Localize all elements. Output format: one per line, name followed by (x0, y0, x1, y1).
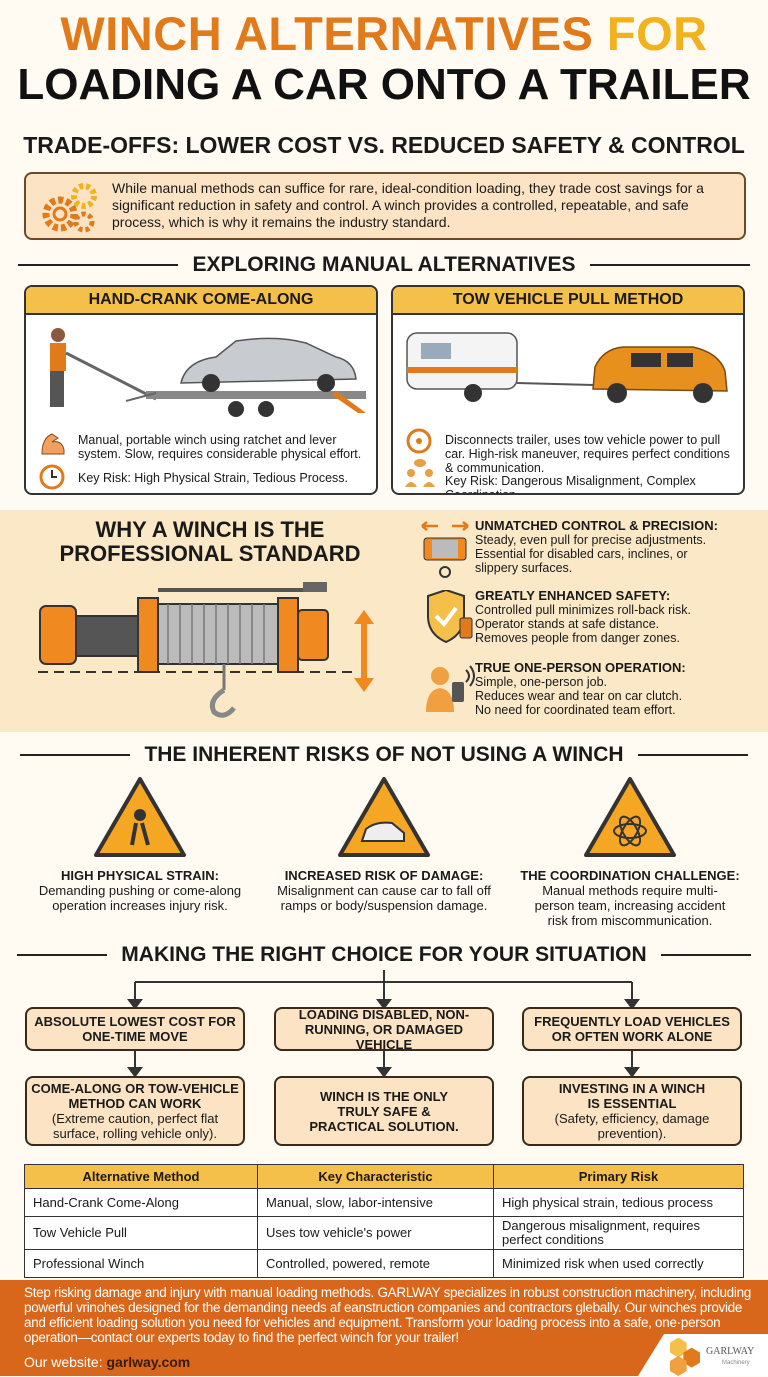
warning-damage-icon (338, 777, 430, 857)
subtitle: TRADE-OFFS: LOWER COST VS. REDUCED SAFET… (23, 132, 745, 158)
section-title: MAKING THE RIGHT CHOICE FOR YOUR SITUATI… (121, 943, 647, 966)
risk-description: Demanding pushing or come-along operatio… (38, 883, 242, 913)
table-cell: Controlled, powered, remote (257, 1249, 494, 1278)
feature-line: Reduces wear and tear on car clutch. (475, 689, 683, 703)
feature-control: UNMATCHED CONTROL & PRECISION:Steady, ev… (475, 518, 765, 576)
choice-low-cost: ABSOLUTE LOWEST COST FOR ONE-TIME MOVE (25, 1007, 245, 1051)
remote-operator-icon (426, 665, 475, 712)
section-title: THE INHERENT RISKS OF NOT USING A WINCH (144, 743, 624, 766)
feature-line: Controlled pull minimizes roll-back risk… (475, 603, 692, 617)
safety-shield-icon (427, 590, 473, 644)
feature-line: Essential for disabled cars, inclines, o… (475, 547, 688, 561)
feature-safety: GREATLY ENHANCED SAFETY:Controlled pull … (475, 588, 765, 646)
title-main: WINCH ALTERNATIVES (60, 7, 594, 60)
footer-text-wrap: Step risking damage and injury with manu… (24, 1285, 754, 1377)
clock-icon (39, 464, 65, 490)
choice-disabled-vehicle: LOADING DISABLED, NON-RUNNING, OR DAMAGE… (274, 1007, 494, 1052)
feature-line: Steady, even pull for precise adjustment… (475, 533, 707, 547)
control-winch-icon (421, 521, 469, 578)
garlway-logo: GARLWAY Machinery (638, 1334, 768, 1376)
intro-box: While manual methods can suffice for rar… (24, 172, 746, 240)
card-description: Manual, portable winch using ratchet and… (78, 433, 362, 461)
choice-frequent: FREQUENTLY LOAD VEHICLES OR OFTEN WORK A… (522, 1007, 742, 1051)
risk-damage: INCREASED RISK OF DAMAGE:Misalignment ca… (264, 868, 504, 913)
feature-title: UNMATCHED CONTROL & PRECISION: (475, 518, 718, 533)
table-cell: High physical strain, tedious process (493, 1188, 744, 1217)
table-cell: Dangerous misalignment, requires perfect… (493, 1216, 744, 1250)
card-risk: Key Risk: Dangerous Misalignment, Comple… (445, 474, 696, 495)
card-title: HAND-CRANK COME-ALONG (26, 287, 376, 315)
table-cell: Hand-Crank Come-Along (24, 1188, 258, 1217)
warning-coordination-icon (584, 777, 676, 857)
hexagon-logo-icon (670, 1337, 700, 1376)
gears-icon (42, 183, 97, 233)
website-label: Our website: (24, 1354, 103, 1370)
risk-coordination: THE COORDINATION CHALLENGE:Manual method… (510, 868, 750, 928)
footer: Step risking damage and injury with manu… (0, 1280, 768, 1376)
card-risk: Key Risk: High Physical Strain, Tedious … (78, 471, 349, 485)
people-communication-icon (405, 459, 435, 487)
section-alternatives: EXPLORING MANUAL ALTERNATIVES (0, 253, 768, 277)
table-cell: Tow Vehicle Pull (24, 1216, 258, 1250)
title-line-2: LOADING A CAR ONTO A TRAILER (17, 60, 751, 109)
title-accent: FOR (606, 7, 708, 60)
feature-one-person: TRUE ONE-PERSON OPERATION:Simple, one-pe… (475, 660, 765, 718)
card-description: Disconnects trailer, uses tow vehicle po… (445, 433, 730, 475)
table-cell: Manual, slow, labor-intensive (257, 1188, 494, 1217)
flow-connectors (127, 970, 640, 1078)
feature-line: Removes people from danger zones. (475, 631, 680, 645)
table-cell: Uses tow vehicle's power (257, 1216, 494, 1250)
website-link[interactable]: garlway.com (106, 1354, 191, 1370)
intro-text: While manual methods can suffice for rar… (112, 180, 704, 230)
result-invest-winch: INVESTING IN A WINCH IS ESSENTIAL(Safety… (522, 1076, 742, 1146)
result-come-along: COME-ALONG OR TOW-VEHICLE METHOD CAN WOR… (25, 1076, 245, 1146)
table-cell: Minimized risk when used correctly (493, 1249, 744, 1278)
result-title: COME-ALONG OR TOW-VEHICLE METHOD CAN WOR… (31, 1081, 239, 1111)
risk-description: Misalignment can cause car to fall off r… (277, 883, 491, 913)
risk-title: THE COORDINATION CHALLENGE: (520, 868, 740, 883)
feature-line: No need for coordinated team effort. (475, 703, 676, 717)
winch-illustration (38, 582, 374, 718)
card-title: TOW VEHICLE PULL METHOD (393, 287, 743, 315)
feature-line: Operator stands at safe distance. (475, 617, 660, 631)
result-title: INVESTING IN A WINCH IS ESSENTIAL (558, 1081, 706, 1111)
column-header: Primary Risk (493, 1164, 744, 1189)
logo-subtitle: Machinery (722, 1360, 750, 1366)
feature-line: Simple, one-person job. (475, 675, 608, 689)
risk-strain: HIGH PHYSICAL STRAIN:Demanding pushing o… (20, 868, 260, 913)
warning-strain-icon (94, 777, 186, 857)
feature-line: slippery surfaces. (475, 561, 573, 575)
section-choice: MAKING THE RIGHT CHOICE FOR YOUR SITUATI… (0, 943, 768, 967)
tow-vehicle-illustration (406, 332, 728, 403)
footer-text: Step risking damage and injury with manu… (24, 1285, 751, 1345)
steering-wheel-icon (406, 428, 432, 454)
come-along-illustration (50, 328, 366, 417)
feature-title: GREATLY ENHANCED SAFETY: (475, 588, 671, 603)
muscle-icon (41, 433, 65, 455)
result-note: (Extreme caution, perfect flat surface, … (51, 1111, 219, 1141)
result-note: (Safety, efficiency, damage prevention). (554, 1111, 710, 1141)
risk-description: Manual methods require multi-person team… (534, 883, 726, 928)
section-risks: THE INHERENT RISKS OF NOT USING A WINCH (0, 743, 768, 767)
why-winch-title: WHY A WINCH IS THE PROFESSIONAL STANDARD (59, 517, 361, 566)
logo-name: GARLWAY (706, 1346, 755, 1357)
result-winch-only: WINCH IS THE ONLY TRULY SAFE & PRACTICAL… (274, 1076, 494, 1146)
section-title: EXPLORING MANUAL ALTERNATIVES (192, 253, 576, 276)
card-tow-vehicle: TOW VEHICLE PULL METHOD Disconnects trai… (391, 285, 745, 495)
result-title: WINCH IS THE ONLY TRULY SAFE & PRACTICAL… (309, 1088, 459, 1134)
risk-title: INCREASED RISK OF DAMAGE: (284, 868, 484, 883)
card-come-along: HAND-CRANK COME-ALONG Manual, portable w… (24, 285, 378, 495)
column-header: Alternative Method (24, 1164, 258, 1189)
column-header: Key Characteristic (257, 1164, 494, 1189)
title-line-1: WINCH ALTERNATIVES FOR (0, 6, 768, 61)
risk-title: HIGH PHYSICAL STRAIN: (61, 868, 219, 883)
table-cell: Professional Winch (24, 1249, 258, 1278)
feature-title: TRUE ONE-PERSON OPERATION: (475, 660, 686, 675)
website-line: Our website: garlway.com (24, 1354, 190, 1370)
